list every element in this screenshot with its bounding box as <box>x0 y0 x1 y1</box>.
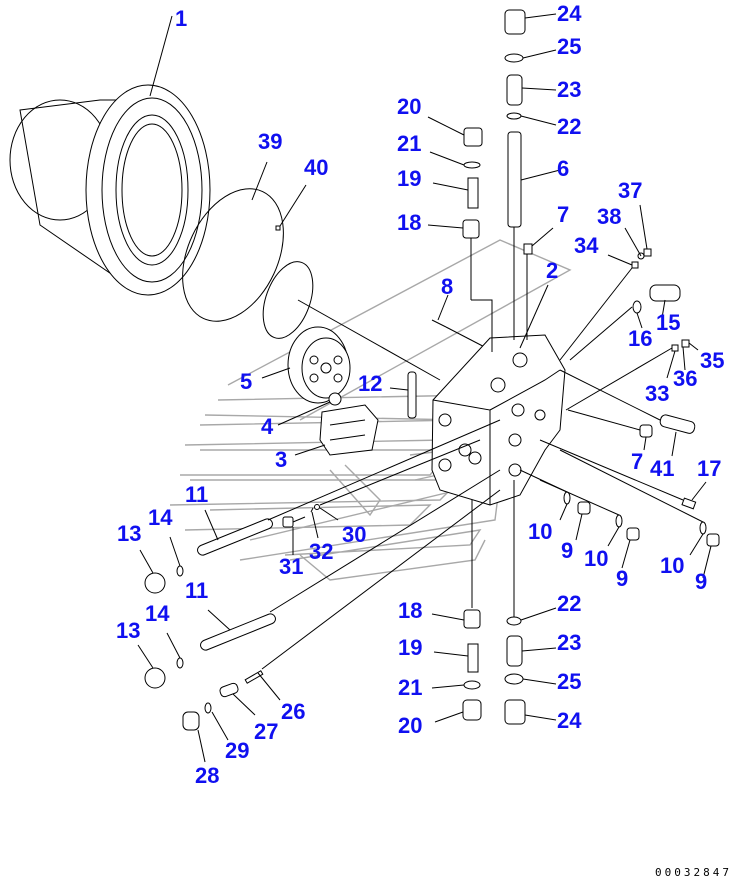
callout-26: 26 <box>281 699 306 724</box>
callout-8: 8 <box>441 274 454 299</box>
part-1-housing <box>9 15 211 296</box>
callout-4: 4 <box>261 414 274 439</box>
drawing-code: 00032847 <box>655 866 732 879</box>
part-14-oring-upper <box>169 536 184 577</box>
top-left-stack <box>427 116 493 352</box>
callout-30: 30 <box>342 522 367 547</box>
part-3-swash-plate <box>294 404 379 456</box>
callout-14-lower: 14 <box>145 601 170 626</box>
callout-38: 38 <box>597 204 622 229</box>
part-16-oring <box>569 300 643 361</box>
part-4-ball <box>277 392 342 426</box>
parts-30-31-32 <box>282 439 481 555</box>
parts-33-35-36 <box>565 339 699 411</box>
callout-24-top: 24 <box>557 1 582 26</box>
callout-21-bottom: 21 <box>398 675 423 700</box>
callout-10-c: 10 <box>660 553 685 578</box>
callout-22-bottom: 22 <box>557 591 582 616</box>
part-40-pin <box>275 184 307 231</box>
callout-41: 41 <box>650 456 675 481</box>
callout-20-bottom: 20 <box>398 713 423 738</box>
parts-9-10-group-c <box>559 449 720 579</box>
part-7-plug-right <box>567 409 653 451</box>
callout-32: 32 <box>309 539 334 564</box>
part-5-cylinder-block <box>261 261 441 404</box>
callout-12: 12 <box>358 371 383 396</box>
parts-34-37-38 <box>559 204 652 361</box>
part-2-valve-body <box>431 284 566 506</box>
callout-13-upper: 13 <box>117 521 142 546</box>
callout-10-a: 10 <box>528 519 553 544</box>
parts-26-29 <box>182 489 501 763</box>
callout-7-right: 7 <box>631 449 644 474</box>
callout-29: 29 <box>225 738 250 763</box>
callout-39: 39 <box>258 129 283 154</box>
callout-18-top: 18 <box>397 210 422 235</box>
callout-37: 37 <box>618 178 643 203</box>
part-13-plug-upper <box>139 549 166 594</box>
callout-24-bottom: 24 <box>557 708 582 733</box>
callout-9-b: 9 <box>616 566 629 591</box>
parts-9-10-group-b <box>539 479 640 569</box>
callout-27: 27 <box>254 719 279 744</box>
callout-36: 36 <box>673 366 698 391</box>
part-14-oring-lower <box>166 632 184 669</box>
callout-6: 6 <box>557 156 570 181</box>
callout-7-top: 7 <box>557 202 570 227</box>
callout-10-b: 10 <box>584 546 609 571</box>
callout-20-top: 20 <box>397 94 422 119</box>
part-13-plug-lower <box>137 644 166 689</box>
callout-23-bottom: 23 <box>557 630 582 655</box>
callout-19-bottom: 19 <box>398 635 423 660</box>
callout-13-lower: 13 <box>116 618 141 643</box>
callout-25-bottom: 25 <box>557 669 582 694</box>
callout-19-top: 19 <box>397 166 422 191</box>
callout-17: 17 <box>697 456 722 481</box>
callout-2: 2 <box>546 258 559 283</box>
callout-1: 1 <box>175 6 188 31</box>
callout-21-top: 21 <box>397 131 422 156</box>
part-11-shaft-upper <box>197 419 501 556</box>
callout-11-upper: 11 <box>185 482 209 507</box>
part-12-pin <box>389 371 417 419</box>
callout-25-top: 25 <box>557 34 582 59</box>
part-7-plug-top <box>523 227 554 340</box>
part-11-shaft-lower <box>200 469 501 651</box>
part-15-fitting <box>649 284 681 319</box>
callout-11-lower: 11 <box>185 578 209 603</box>
top-right-stack <box>504 9 561 340</box>
callout-34: 34 <box>574 233 599 258</box>
callout-40: 40 <box>304 155 329 180</box>
callout-5: 5 <box>240 369 253 394</box>
callout-14-upper: 14 <box>148 505 173 530</box>
bottom-stack <box>431 480 557 725</box>
callout-3: 3 <box>275 447 288 472</box>
callout-28: 28 <box>195 763 220 788</box>
callout-22-top: 22 <box>557 114 582 139</box>
callout-31: 31 <box>279 554 304 579</box>
callout-35: 35 <box>700 348 725 373</box>
callout-9-c: 9 <box>695 569 708 594</box>
callout-16: 16 <box>628 326 653 351</box>
callout-15: 15 <box>656 310 681 335</box>
part-39-oring <box>182 161 284 322</box>
callout-33: 33 <box>645 381 670 406</box>
callout-18-bottom: 18 <box>398 598 423 623</box>
callout-23-top: 23 <box>557 77 582 102</box>
callout-9-a: 9 <box>561 538 574 563</box>
part-17-plug <box>539 439 707 510</box>
part-41-bolt <box>559 369 696 457</box>
